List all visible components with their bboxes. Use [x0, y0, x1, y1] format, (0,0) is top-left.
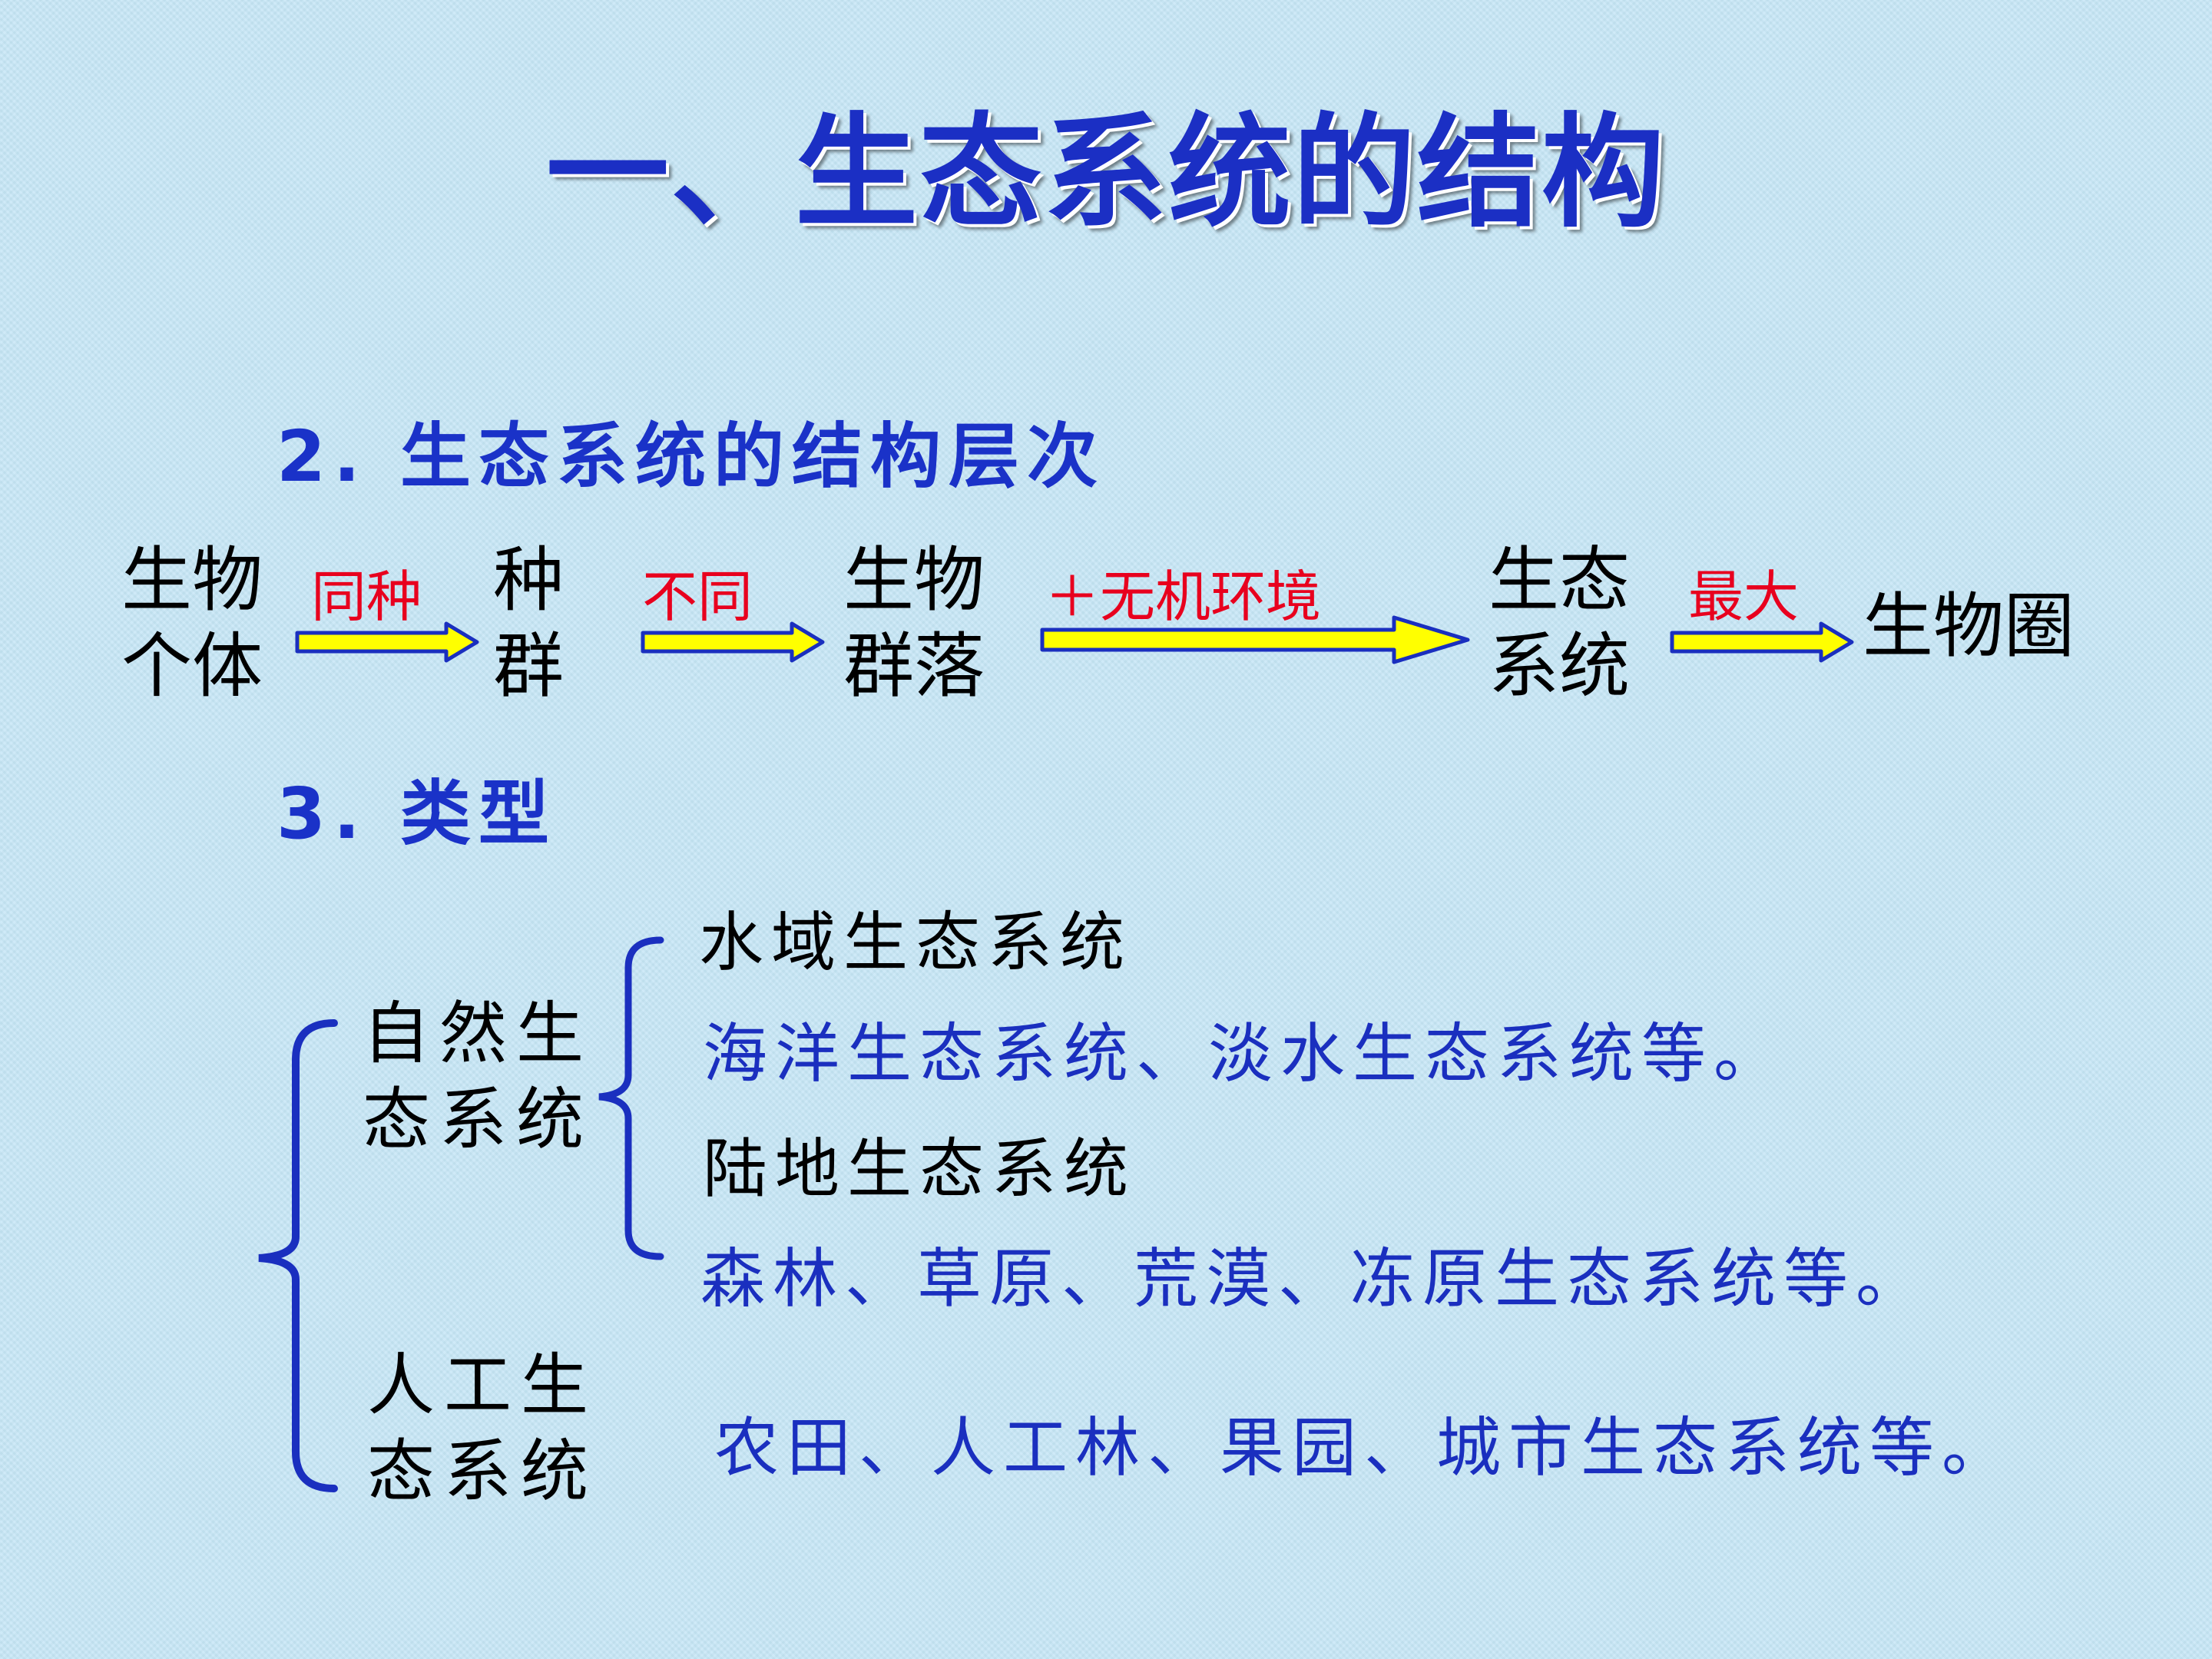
node-population-line2: 群	[493, 625, 565, 707]
land-ecosystem-examples: 森林、草原、荒漠、冻原生态系统等。	[700, 1241, 1929, 1316]
water-ecosystem-name: 水域生态系统	[699, 905, 1133, 980]
node-community: 生物 群落	[843, 538, 985, 710]
node-organism-line1: 生物	[121, 539, 263, 621]
section-3-heading: 3. 类型	[276, 773, 557, 855]
inner-brace-icon	[598, 936, 664, 1260]
arrow-icon	[1040, 615, 1470, 664]
artificial-ecosystem-line2: 态系统	[367, 1432, 598, 1511]
node-population: 种 群	[493, 538, 564, 710]
natural-ecosystem-label: 自然生 态系统	[363, 991, 593, 1163]
outer-brace-icon	[258, 1019, 338, 1492]
arrow-icon	[641, 621, 825, 663]
node-organism-line2: 个体	[121, 625, 263, 707]
arrow-icon	[1670, 621, 1854, 663]
node-ecosystem-line1: 生态	[1488, 539, 1631, 621]
node-population-line1: 种	[493, 539, 565, 621]
arrow-label-largest: 最大	[1688, 565, 1800, 629]
natural-ecosystem-line2: 态系统	[363, 1080, 594, 1159]
natural-ecosystem-line1: 自然生	[363, 994, 594, 1073]
node-ecosystem: 生态 系统	[1488, 538, 1630, 710]
node-organism: 生物 个体	[121, 538, 263, 710]
node-biosphere: 生物圈	[1863, 585, 2075, 667]
node-ecosystem-line2: 系统	[1488, 625, 1631, 707]
node-community-line1: 生物	[843, 539, 985, 621]
section-2-heading: 2. 生态系统的结构层次	[276, 416, 1105, 498]
arrow-label-abiotic: ＋无机环境	[1045, 565, 1322, 629]
land-ecosystem-name: 陆地生态系统	[703, 1131, 1137, 1207]
page-title: 一、生态系统的结构	[545, 101, 1666, 244]
arrow-icon	[295, 621, 479, 663]
artificial-ecosystem-label: 人工生 态系统	[367, 1343, 598, 1515]
water-ecosystem-examples: 海洋生态系统、淡水生态系统等。	[703, 1016, 1786, 1091]
arrow-label-different: 不同	[642, 565, 753, 629]
artificial-ecosystem-line1: 人工生	[367, 1346, 598, 1425]
node-community-line2: 群落	[843, 625, 985, 707]
artificial-ecosystem-examples: 农田、人工林、果园、城市生态系统等。	[714, 1410, 2015, 1485]
arrow-label-same-species: 同种	[311, 565, 422, 629]
